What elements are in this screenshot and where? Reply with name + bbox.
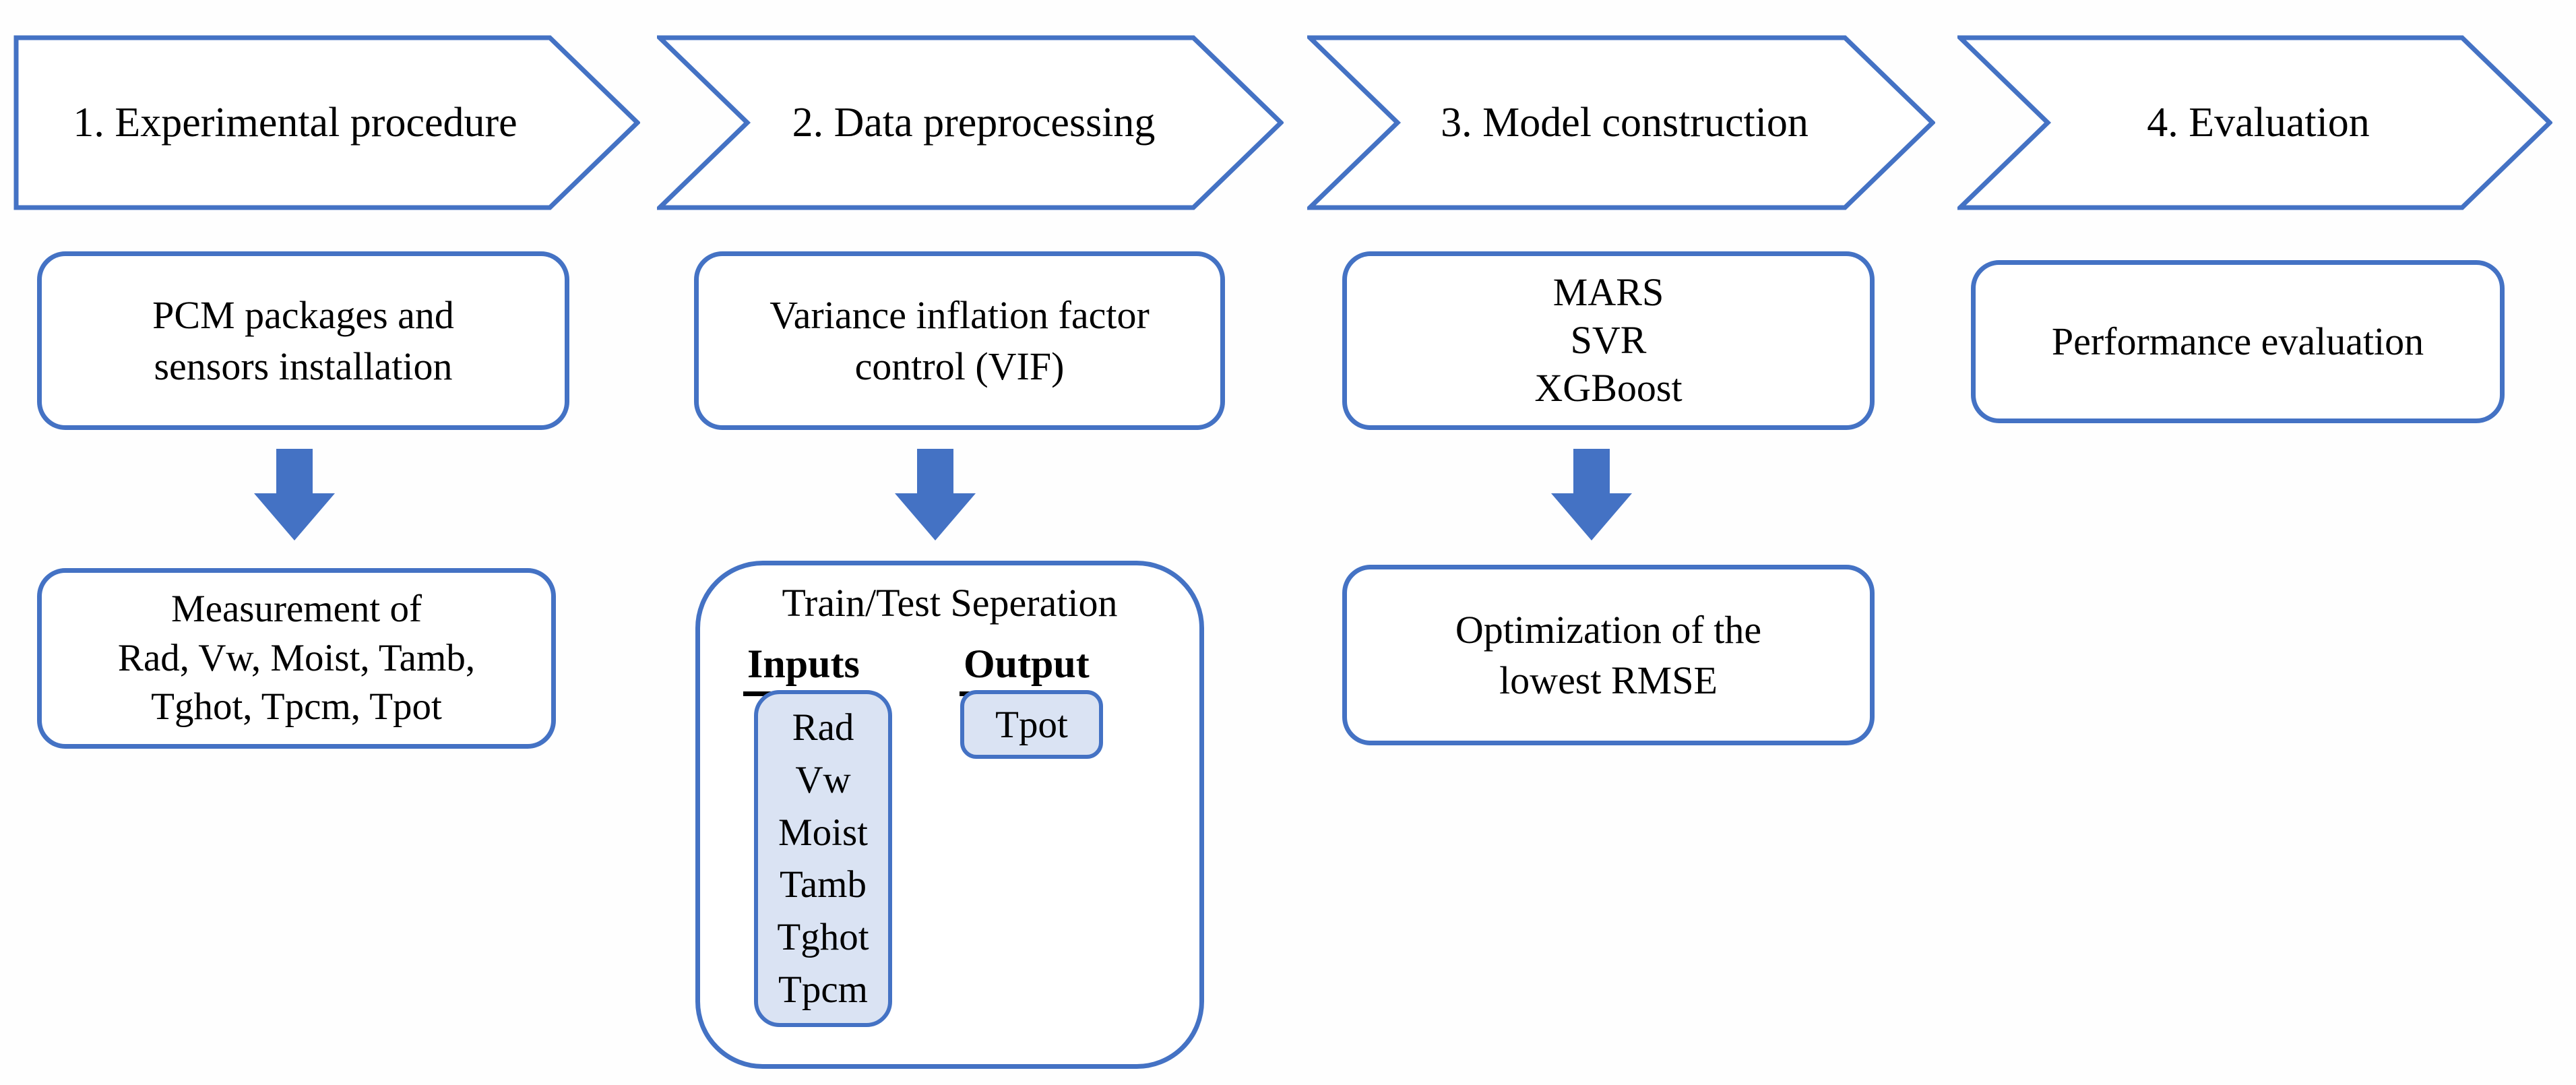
- stage-chevron-3: 3. Model construction: [1307, 35, 1935, 210]
- box-text-line: lowest RMSE: [1499, 658, 1718, 702]
- box-text-line: Variance inflation factor: [769, 293, 1150, 338]
- stage-label: 2. Data preprocessing: [792, 99, 1156, 146]
- input-item: Tghot: [777, 916, 869, 959]
- chevron-shape: [1307, 35, 1935, 210]
- input-item: Tpcm: [778, 968, 868, 1012]
- down-arrow-shape: [895, 449, 976, 540]
- box-text-line: Optimization of the: [1455, 607, 1762, 652]
- stage-chevron-4: 4. Evaluation: [1957, 35, 2552, 210]
- models-box: MARS SVR XGBoost: [1342, 251, 1875, 430]
- chevron-shape: [13, 35, 640, 210]
- chevron-shape: [657, 35, 1284, 210]
- input-item: Tamb: [780, 863, 867, 906]
- box-text-line: sensors installation: [154, 344, 453, 388]
- input-item: Rad: [792, 706, 854, 749]
- box-text-line: Rad, Vw, Moist, Tamb,: [117, 636, 476, 679]
- inputs-header: Inputs: [743, 641, 864, 696]
- measurement-box: Measurement of Rad, Vw, Moist, Tamb, Tgh…: [37, 568, 556, 749]
- box-text-line: SVR: [1570, 318, 1647, 363]
- box-text-line: PCM packages and: [152, 293, 454, 338]
- stage-label: 4. Evaluation: [2147, 99, 2370, 146]
- stage-label: 1. Experimental procedure: [73, 99, 517, 146]
- chevron-shape: [1957, 35, 2552, 210]
- pcm-installation-box: PCM packages and sensors installation: [37, 251, 569, 430]
- train-test-separation-panel: Train/Test Seperation Inputs Output Rad …: [695, 561, 1204, 1069]
- input-item: Vw: [795, 758, 851, 801]
- rmse-optimization-box: Optimization of the lowest RMSE: [1342, 565, 1875, 745]
- output-chip: Tpot: [960, 690, 1103, 759]
- stage-chevron-1: 1. Experimental procedure: [13, 35, 640, 210]
- box-text-line: Tghot, Tpcm, Tpot: [151, 685, 442, 728]
- down-arrow-shape: [1551, 449, 1632, 540]
- box-text-line: XGBoost: [1534, 365, 1683, 410]
- down-arrow-icon: [254, 449, 335, 540]
- inputs-list: Rad Vw Moist Tamb Tghot Tpcm: [754, 690, 892, 1027]
- stage-label: 3. Model construction: [1441, 99, 1809, 146]
- box-text-line: MARS: [1552, 270, 1664, 315]
- vif-control-box: Variance inflation factor control (VIF): [694, 251, 1225, 430]
- down-arrow-shape: [254, 449, 335, 540]
- output-header: Output: [960, 641, 1094, 696]
- box-text-line: Measurement of: [171, 587, 422, 630]
- input-item: Moist: [778, 811, 869, 854]
- performance-evaluation-box: Performance evaluation: [1971, 260, 2505, 423]
- box-text-line: control (VIF): [854, 344, 1065, 388]
- down-arrow-icon: [895, 449, 976, 540]
- down-arrow-icon: [1551, 449, 1632, 540]
- box-text-line: Performance evaluation: [2051, 319, 2424, 364]
- stage-chevron-2: 2. Data preprocessing: [657, 35, 1284, 210]
- separation-title: Train/Test Seperation: [782, 581, 1118, 625]
